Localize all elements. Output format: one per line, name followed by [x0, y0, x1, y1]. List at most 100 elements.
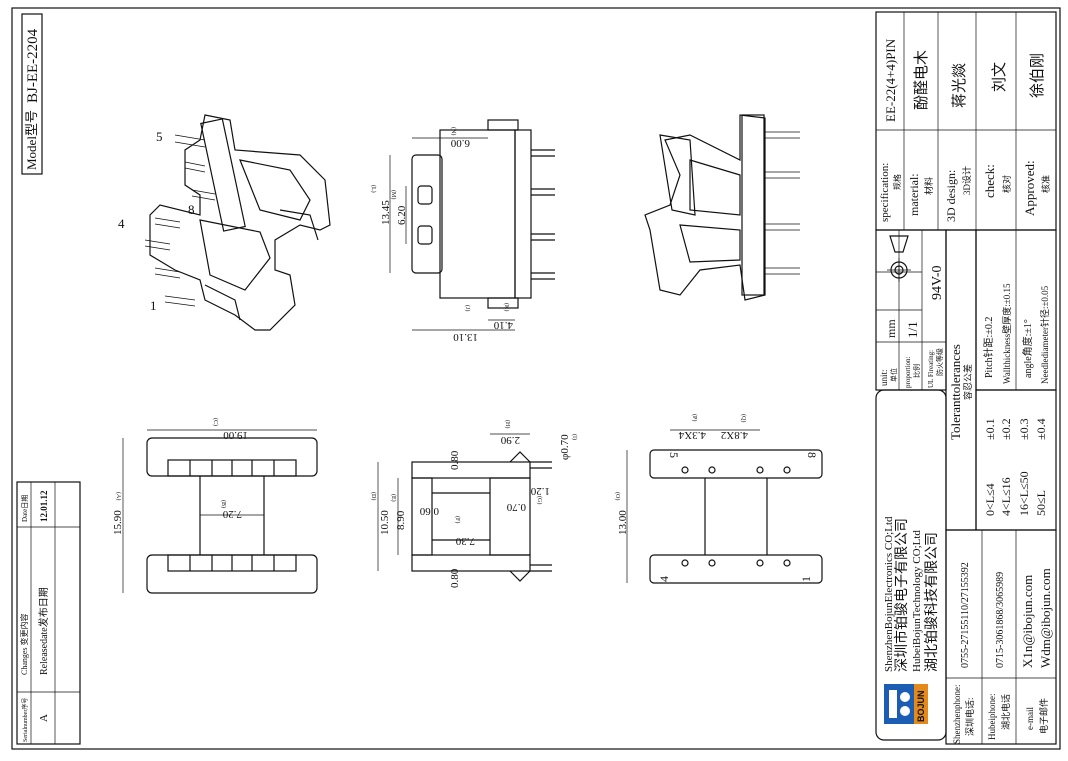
tol-needle: Needlediameter针径:±0.05	[1039, 285, 1050, 384]
change-serial: A	[38, 714, 50, 722]
mail-label[interactable]: e-mail	[1025, 707, 1035, 730]
tol-value-3: ±0.4	[1034, 418, 1048, 440]
tol-value-1: ±0.2	[999, 418, 1013, 440]
dim-A: (A)	[115, 492, 122, 500]
model-label: Model型号	[24, 110, 39, 170]
dim-19-00: 19.00	[223, 429, 248, 441]
dim-4-10: 4.10	[493, 319, 513, 331]
date-header: Date日期	[21, 495, 29, 522]
design-value: 蒋光燚	[951, 63, 968, 108]
side-view-dims	[389, 137, 515, 331]
dim-E: (E)	[390, 494, 397, 502]
material-cn: 材料	[923, 177, 934, 195]
proportion-cn: 比例	[912, 364, 921, 378]
dim-K: (K)	[503, 303, 510, 311]
dim-0-60: 0.60	[419, 505, 439, 517]
dim-O: (O)	[614, 492, 621, 500]
dim-13-00: 13.00	[617, 510, 629, 535]
iso-view-right	[644, 114, 766, 301]
dim-4-3x4: 4.3X4	[678, 429, 706, 441]
tolerances-cn: 容忍公差	[962, 364, 973, 400]
check-value: 刘文	[991, 62, 1008, 92]
hb-phone-cn: 湖北电话	[1000, 694, 1011, 730]
tol-range-2: 16<L≤50	[1017, 471, 1031, 516]
tol-range-0: 0<L≤4	[983, 483, 997, 516]
dim-7-30: 7.30	[455, 535, 475, 547]
dim-0-70: 0.70	[506, 501, 526, 513]
dim-D: (D)	[370, 492, 377, 500]
tolerance-rows: 0<L≤4 ±0.1 4<L≤16 ±0.2 16<L≤50 ±0.3 50≤L…	[983, 418, 1048, 516]
bottom-pin-4: 4	[657, 576, 671, 582]
unit-label: unit:	[879, 369, 889, 386]
bottom-pin-8: 8	[805, 452, 819, 458]
serial-header: Serialnumber序号	[21, 698, 29, 742]
change-desc: Releasedate发布日期	[37, 587, 50, 675]
model-value: BJ-EE-2204	[25, 28, 41, 103]
ul-label: UL Fireating:	[927, 350, 935, 388]
dim-0-80-top: 0.80	[449, 450, 461, 470]
bottom-view-dims	[626, 429, 760, 583]
approved-value: 徐伯刚	[1029, 53, 1046, 98]
sz-phone-cn: 深圳电话:	[964, 697, 975, 736]
projection-symbol	[887, 235, 911, 282]
dim-8-90: 8.90	[395, 510, 407, 530]
dim-C: (C)	[212, 418, 219, 426]
iso-view-right-pins	[765, 131, 800, 275]
unit-value: mm	[884, 319, 898, 338]
design-label: 3D design:	[944, 170, 958, 222]
tol-pitch: Pitch针距:±0.2	[982, 317, 995, 378]
tol-range-1: 4<L≤16	[999, 477, 1013, 516]
pin-1-label: 1	[150, 298, 157, 313]
mail-1[interactable]: X1n@ibojun.com	[1020, 575, 1035, 668]
front-view-dims	[377, 433, 530, 571]
dim-0-80-bottom: 0.80	[449, 568, 461, 588]
dim-10-50: 10.50	[379, 510, 391, 535]
changes-header: Changes 变更内容	[19, 613, 29, 675]
material-value: 酚醛电木	[913, 50, 930, 110]
dim-F: (F)	[454, 516, 461, 523]
dim-15-90: 15.90	[112, 510, 124, 535]
spec-value: EE-22(4+4)PIN	[883, 38, 898, 122]
dim-Q: (Q)	[740, 414, 747, 422]
ul-cn: 防火等级	[935, 348, 944, 376]
dim-I: (I)	[571, 434, 578, 440]
dim-2-90: 2.90	[500, 434, 520, 446]
dim-G: (G)	[536, 496, 543, 504]
dim-N: (N)	[450, 127, 457, 135]
check-label: check:	[982, 164, 997, 198]
mail-2[interactable]: Wdm@ibojun.com	[1038, 568, 1053, 668]
change-date: 12.01.12	[39, 490, 49, 522]
dim-P: (P)	[691, 414, 698, 421]
pin-8-label: 8	[188, 202, 195, 217]
dim-J: (J)	[464, 305, 471, 311]
bottom-view	[649, 449, 823, 584]
design-cn: 3D设计	[961, 166, 972, 195]
proportion-value: 1/1	[905, 321, 920, 338]
tol-range-3: 50≤L	[1034, 490, 1048, 516]
bottom-pin-5: 5	[667, 452, 681, 458]
title-block: specification: 规格 EE-22(4+4)PIN material…	[875, 11, 1057, 745]
proportion-label: proportion:	[904, 356, 912, 388]
approved-cn: 核准	[1040, 175, 1051, 193]
sheet-border	[11, 7, 1061, 750]
spec-cn: 规格	[892, 174, 902, 190]
tolerances-title: Toleranttolerances	[948, 344, 963, 440]
approved-label: Approved:	[1022, 160, 1037, 216]
company-en-1: ShenzhenBojunElectronics CO;Ltd	[883, 516, 895, 672]
dim-H: (H)	[504, 420, 511, 428]
company-cn-1: 深圳市铂骏电子有限公司	[893, 518, 910, 672]
company-cn-2: 湖北铂骏科技有限公司	[924, 532, 940, 672]
company-en-2: HubeiBojunTechnology CO;Ltd	[911, 530, 923, 672]
pin-5-label: 5	[156, 129, 163, 144]
hb-phone-label: Hubeiphone:	[987, 694, 997, 741]
hb-phone-value: 0715-3061868/3065989	[995, 572, 1006, 668]
dim-6-20: 6.20	[396, 205, 408, 225]
front-view	[411, 451, 552, 582]
ul-value: 94V-0	[930, 266, 945, 301]
dim-1-20: 1.20	[530, 485, 550, 497]
unit-cn: 单位	[889, 368, 898, 382]
check-cn: 核对	[1001, 175, 1012, 193]
dim-13-10: 13.10	[453, 331, 478, 343]
tol-value-2: ±0.3	[1017, 418, 1031, 440]
